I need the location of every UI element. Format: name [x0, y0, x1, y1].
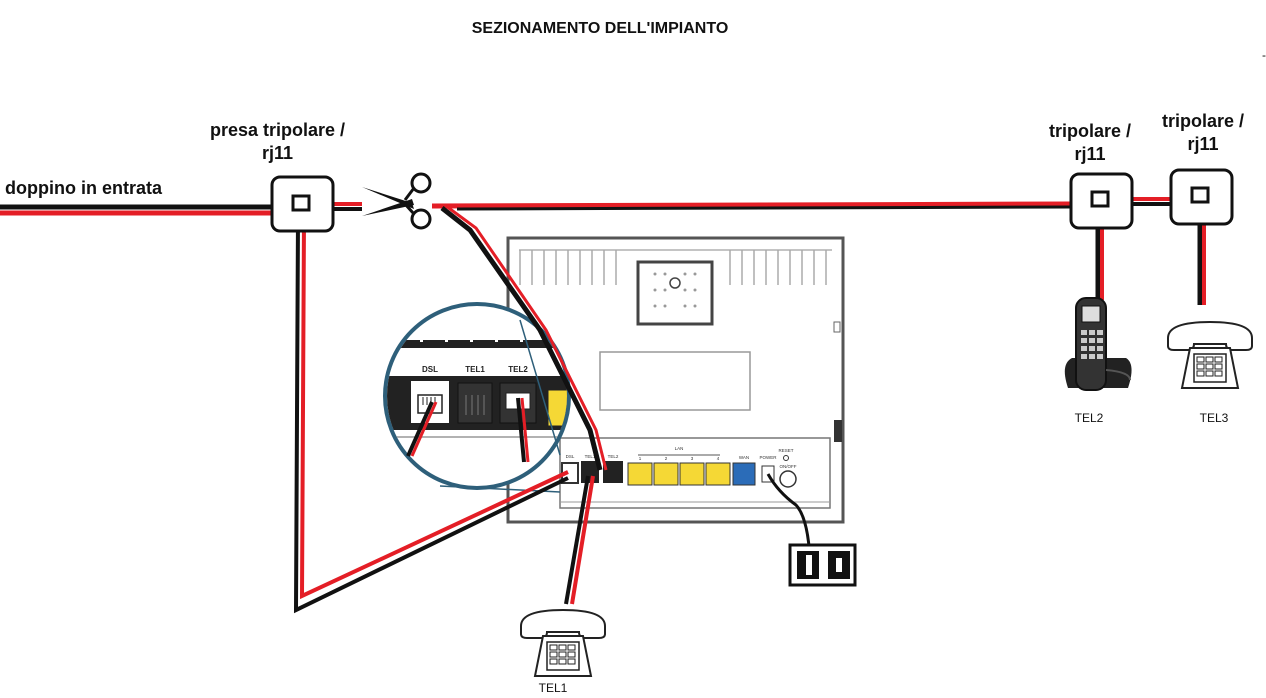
tel2-cordless-phone-icon [1064, 297, 1132, 391]
tel3-label: TEL3 [1199, 411, 1229, 425]
lan-number-4: 4 [717, 456, 720, 461]
lan-ports [627, 462, 731, 486]
tel2-return-wire [440, 204, 608, 471]
rear-port-dsl: DSL [566, 454, 575, 459]
zoom-port-tel1: TEL1 [465, 365, 485, 374]
rear-port-reset: RESET [778, 448, 793, 453]
rear-port-wan: WAN [739, 455, 749, 460]
main-socket [270, 175, 335, 233]
socket-3-label: tripolare / rj11 [1161, 111, 1245, 154]
rear-port-lan: LAN [675, 446, 684, 451]
dsl-wire [293, 217, 569, 614]
stray-mark: - [1262, 48, 1266, 62]
rear-port-power: POWER [759, 455, 777, 460]
tel1-label: TEL1 [538, 681, 568, 695]
tel1-wire [564, 475, 595, 605]
wan-port [732, 462, 756, 486]
incoming-line-wire [0, 202, 362, 216]
socket-2 [1069, 172, 1134, 230]
lan-number-3: 3 [691, 456, 694, 461]
socket-2-label: tripolare / rj11 [1048, 121, 1132, 164]
scissors-icon [362, 172, 432, 230]
extension-line-wire [431, 197, 1171, 211]
tel3-desk-phone-icon [1167, 321, 1253, 389]
rear-port-tel1: TEL1 [585, 454, 596, 459]
diagram-title: SEZIONAMENTO DELL'IMPIANTO [471, 20, 729, 37]
wall-power-outlet [788, 543, 857, 587]
rear-port-tel2: TEL2 [608, 454, 619, 459]
power-wire [766, 473, 812, 561]
router-body: DSL TEL1 TEL2 LAN 1 2 3 4 WAN POWER RESE… [506, 236, 845, 524]
incoming-line-label: doppino in entrata [5, 178, 162, 198]
tel2-label: TEL2 [1074, 411, 1104, 425]
lan-number-2: 2 [665, 456, 668, 461]
rear-port-onoff: ON/OFF [780, 464, 797, 469]
port-zoom-bubble: DSL TEL1 TEL2 [383, 302, 571, 493]
socket-3 [1169, 168, 1234, 226]
lan-number-1: 1 [639, 456, 642, 461]
main-socket-label: presa tripolare / rj11 [209, 120, 346, 163]
tel1-desk-phone-icon [520, 609, 606, 677]
zoom-port-dsl: DSL [422, 365, 438, 374]
zoom-port-tel2: TEL2 [508, 365, 528, 374]
